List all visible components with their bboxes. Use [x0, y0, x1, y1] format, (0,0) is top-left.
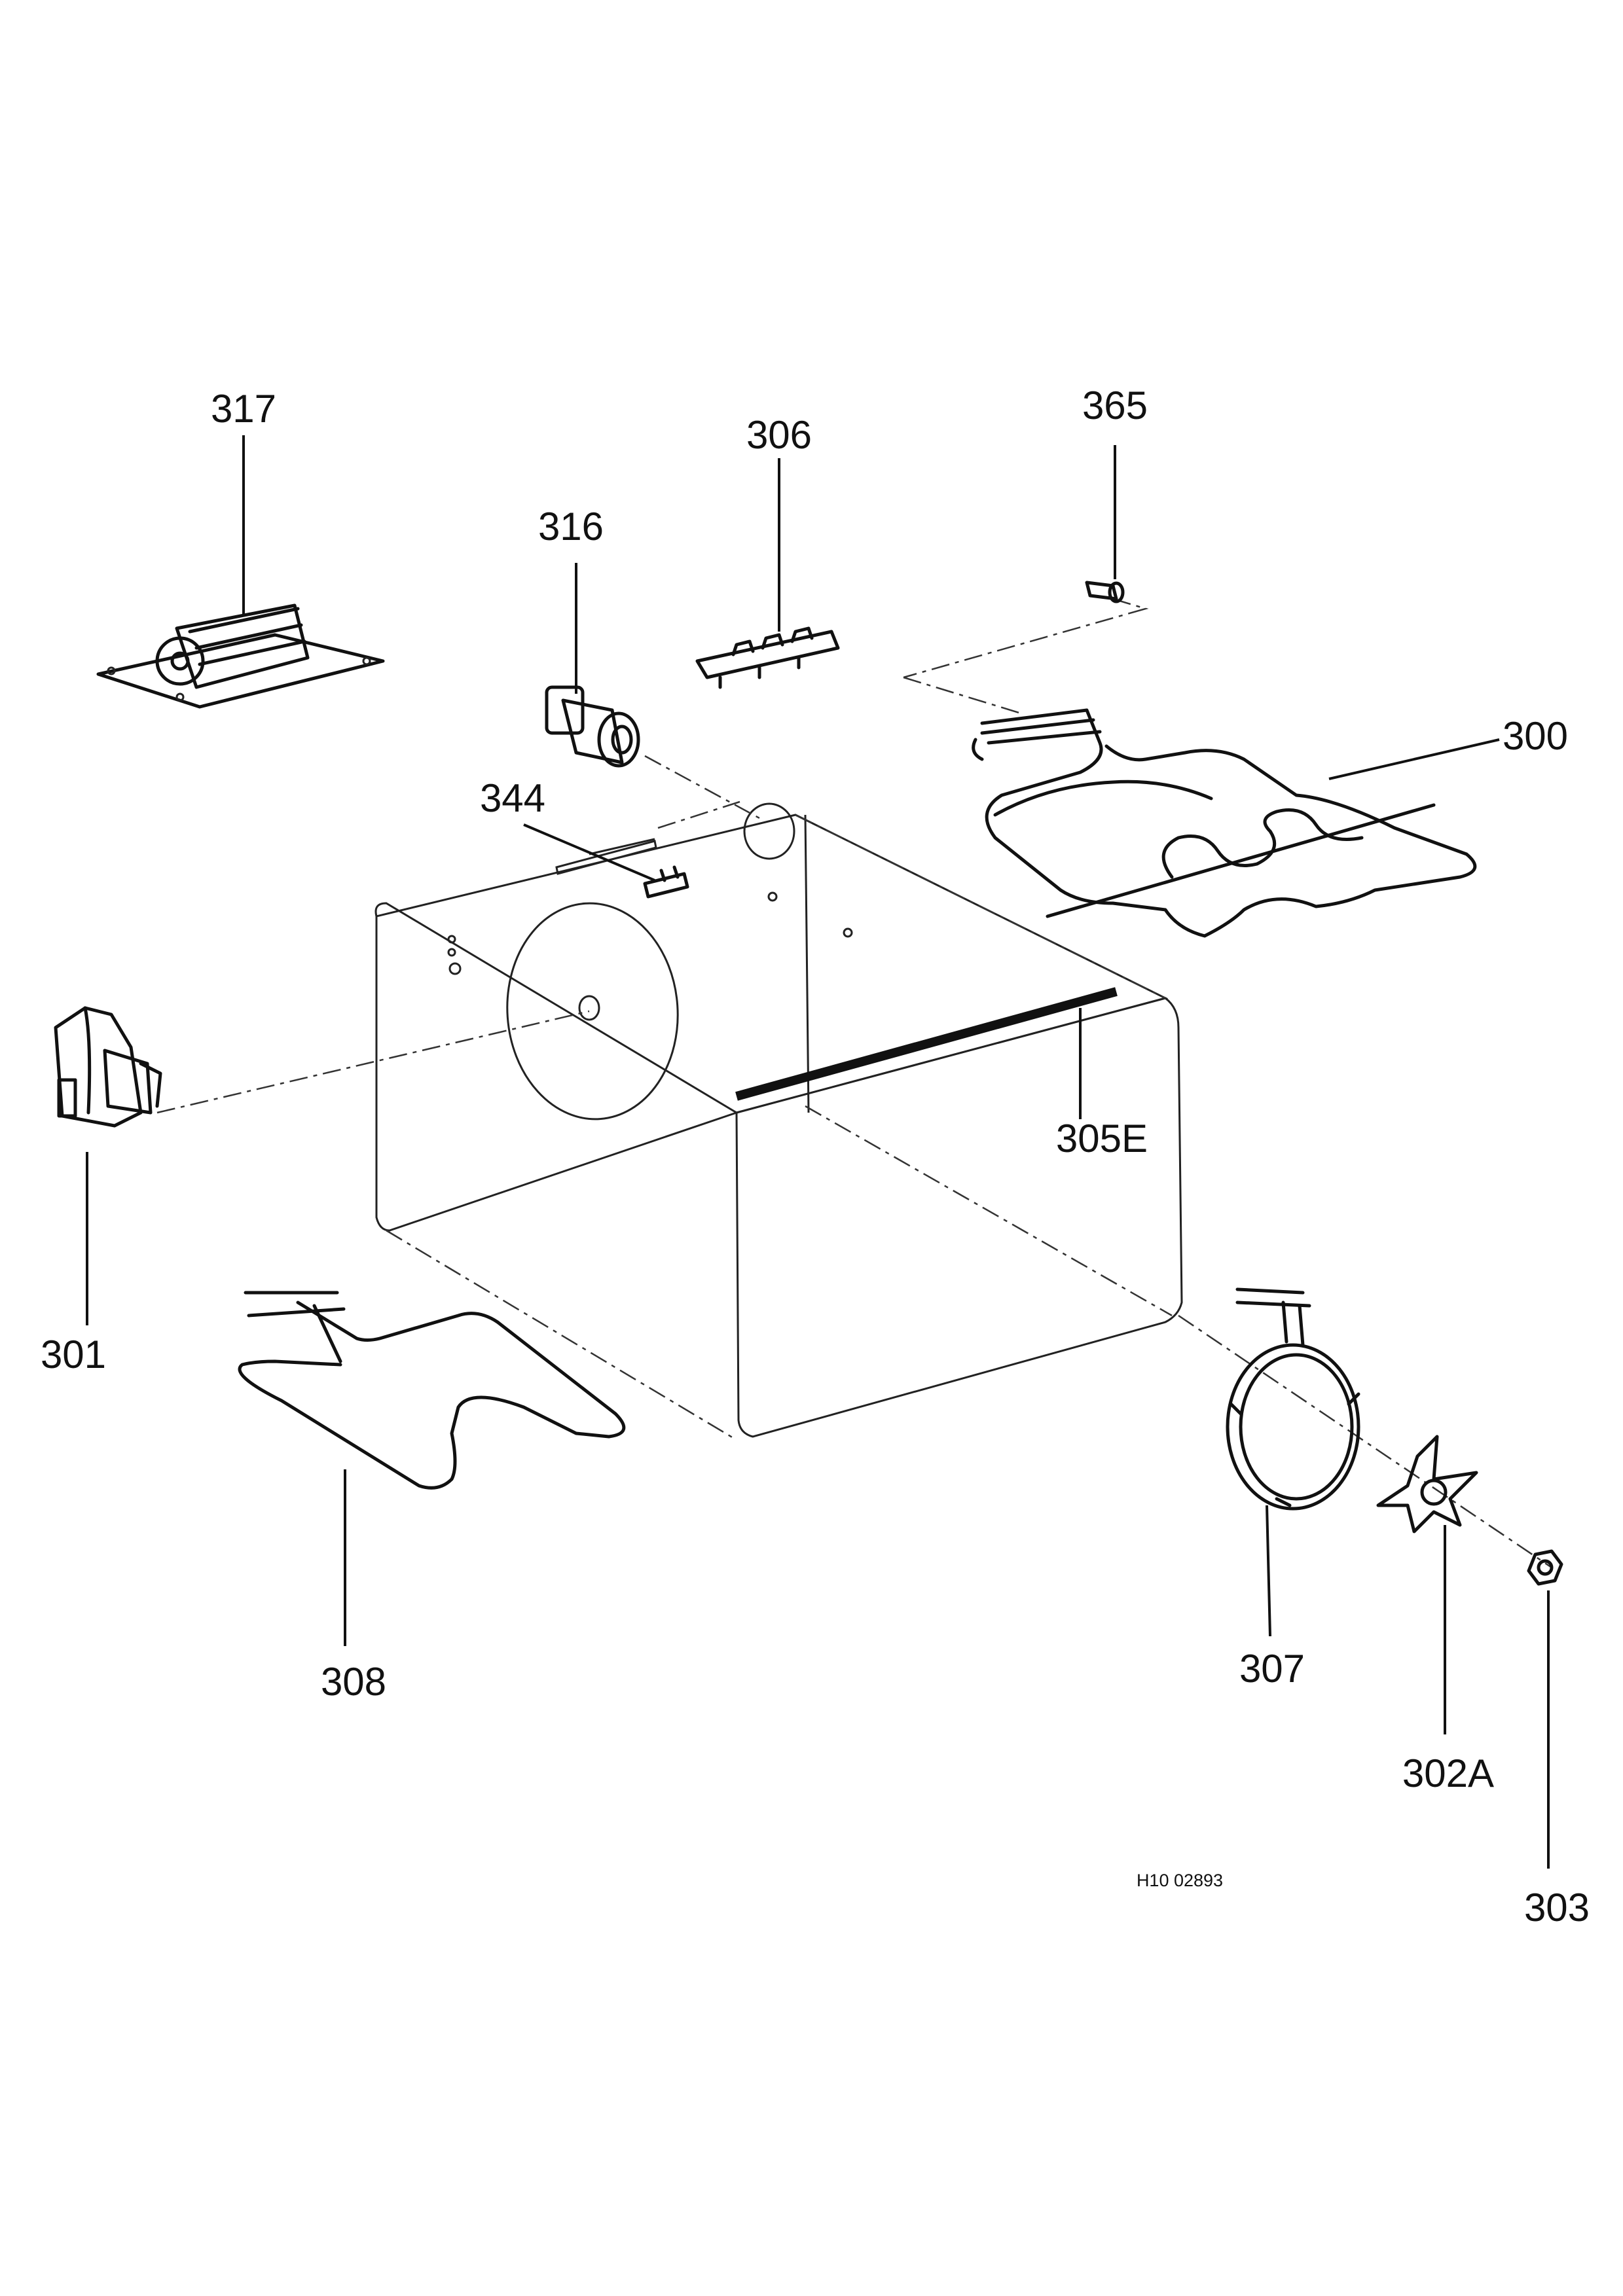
assembly-lines [156, 598, 1552, 1569]
label-308: 308 [321, 1660, 386, 1704]
label-344: 344 [480, 776, 545, 820]
part-lamp-holder [545, 685, 640, 768]
part-sensor-pin [1085, 581, 1125, 603]
part-labels: 317 316 306 365 300 344 305E 301 308 307… [41, 384, 1590, 1929]
label-317: 317 [211, 387, 276, 431]
label-306: 306 [746, 413, 812, 457]
label-316: 316 [538, 505, 604, 548]
leader-lines [86, 435, 1550, 1869]
label-365: 365 [1082, 384, 1148, 427]
drawing-code: H10 02893 [1137, 1871, 1223, 1890]
part-grill-element [972, 708, 1477, 938]
label-303: 303 [1524, 1886, 1590, 1929]
part-fan-blade [1376, 1435, 1478, 1534]
oven-seal-strip [735, 987, 1118, 1101]
part-circular-element [1226, 1287, 1360, 1511]
label-302A: 302A [1402, 1751, 1494, 1795]
label-300: 300 [1503, 714, 1568, 758]
part-terminal-block [695, 626, 840, 689]
part-nut [1527, 1549, 1563, 1586]
part-bottom-element [238, 1291, 626, 1490]
label-307: 307 [1239, 1647, 1305, 1691]
label-305E: 305E [1056, 1117, 1148, 1160]
part-fan-motor [54, 1006, 162, 1128]
part-bracket [643, 865, 689, 899]
part-timer-switch [96, 603, 385, 709]
label-301: 301 [41, 1333, 106, 1376]
